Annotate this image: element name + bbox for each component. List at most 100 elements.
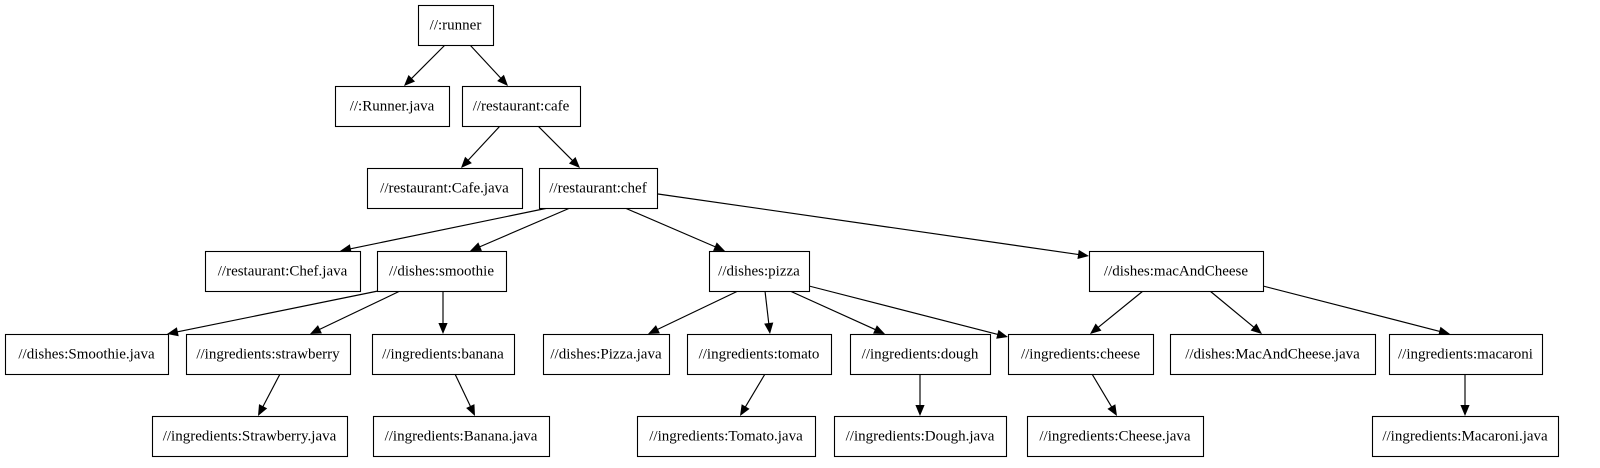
node-label: //dishes:smoothie [389, 263, 494, 279]
edge-arrowhead [1438, 326, 1450, 336]
node-box [686, 333, 833, 376]
edge-line [744, 373, 766, 409]
edge-line [1262, 285, 1441, 333]
node-box [371, 333, 516, 376]
graph-edge [1209, 290, 1262, 334]
graph-node-runner_java[interactable]: //:Runner.java [334, 85, 451, 128]
graph-node-pizza_java[interactable]: //dishes:Pizza.java [542, 333, 671, 376]
node-label: //ingredients:Strawberry.java [163, 428, 337, 444]
graph-edge [740, 373, 766, 416]
edge-line [656, 290, 739, 331]
node-label: //ingredients:Dough.java [846, 428, 995, 444]
graph-node-cafe_java[interactable]: //restaurant:Cafe.java [366, 167, 524, 210]
graph-node-restaurant_chef[interactable]: //restaurant:chef [538, 167, 659, 210]
node-box [376, 250, 508, 293]
edges-layer [167, 44, 1470, 416]
node-label: //ingredients:strawberry [196, 346, 340, 362]
graph-edge [258, 373, 281, 416]
edge-arrowhead [438, 323, 448, 334]
node-label: //restaurant:chef [549, 180, 646, 196]
node-label: //ingredients:banana [382, 346, 504, 362]
node-label: //ingredients:dough [862, 346, 979, 362]
graph-node-banana_java[interactable]: //ingredients:Banana.java [372, 415, 551, 458]
graph-node-macaroni_java[interactable]: //ingredients:Macaroni.java [1371, 415, 1560, 458]
graph-edge [624, 207, 725, 251]
graph-node-ing_cheese[interactable]: //ingredients:cheese [1007, 333, 1155, 376]
node-box [1169, 333, 1377, 376]
graph-edge [167, 290, 379, 337]
edge-line [349, 207, 549, 250]
graph-edge [454, 373, 475, 416]
graph-node-ing_tomato[interactable]: //ingredients:tomato [686, 333, 833, 376]
edge-arrowhead [764, 322, 774, 334]
node-box [185, 333, 352, 376]
graph-node-ing_banana[interactable]: //ingredients:banana [371, 333, 516, 376]
edge-line [478, 207, 571, 248]
node-label: //dishes:Pizza.java [550, 346, 662, 362]
node-box [151, 415, 349, 458]
edge-arrowhead [873, 325, 885, 334]
edge-arrowhead [470, 242, 482, 251]
edge-line [657, 193, 1080, 256]
graph-node-ing_strawberry[interactable]: //ingredients:strawberry [185, 333, 352, 376]
node-box [1388, 333, 1544, 376]
node-label: //:Runner.java [350, 98, 435, 114]
node-label: //ingredients:tomato [699, 346, 820, 362]
edge-line [410, 44, 446, 80]
node-label: //dishes:pizza [718, 263, 800, 279]
graph-edge [1091, 373, 1117, 416]
graph-node-dishes_smoothie[interactable]: //dishes:smoothie [376, 250, 508, 293]
graph-edge [1262, 285, 1450, 336]
graph-node-macncheese_java[interactable]: //dishes:MacAndCheese.java [1169, 333, 1377, 376]
graph-node-strawberry_java[interactable]: //ingredients:Strawberry.java [151, 415, 349, 458]
graph-node-smoothie_java[interactable]: //dishes:Smoothie.java [4, 333, 170, 376]
edge-line [1209, 290, 1256, 329]
node-box [849, 333, 992, 376]
node-label: //ingredients:Macaroni.java [1382, 428, 1548, 444]
graph-node-tomato_java[interactable]: //ingredients:Tomato.java [636, 415, 817, 458]
node-box [1026, 415, 1205, 458]
graph-node-chef_java[interactable]: //restaurant:Chef.java [204, 250, 362, 293]
graph-node-dishes_pizza[interactable]: //dishes:pizza [708, 250, 811, 293]
node-box [204, 250, 362, 293]
graph-node-runner[interactable]: //:runner [417, 4, 495, 47]
node-box [366, 167, 524, 210]
graph-node-restaurant_cafe[interactable]: //restaurant:cafe [461, 85, 582, 128]
node-box [542, 333, 671, 376]
edge-line [764, 290, 770, 325]
edge-line [1091, 373, 1113, 409]
edge-line [808, 285, 999, 336]
node-label: //ingredients:cheese [1021, 346, 1140, 362]
graph-edge [789, 290, 885, 334]
node-label: //ingredients:Banana.java [385, 428, 538, 444]
edge-arrowhead [258, 404, 268, 416]
node-box [461, 85, 582, 128]
node-label: //restaurant:Chef.java [218, 263, 348, 279]
graph-edge [808, 285, 1008, 339]
graph-node-dough_java[interactable]: //ingredients:Dough.java [833, 415, 1008, 458]
graph-node-dishes_macncheese[interactable]: //dishes:macAndCheese [1088, 250, 1265, 293]
edge-line [454, 373, 472, 408]
graph-edge [657, 193, 1089, 259]
node-label: //dishes:macAndCheese [1104, 263, 1248, 279]
graph-node-cheese_java[interactable]: //ingredients:Cheese.java [1026, 415, 1205, 458]
edge-arrowhead [497, 74, 508, 86]
graph-edge [404, 44, 446, 86]
graph-edge [648, 290, 739, 334]
node-box [1088, 250, 1265, 293]
edge-arrowhead [915, 405, 925, 416]
node-label: //ingredients:Cheese.java [1039, 428, 1191, 444]
graph-node-ing_dough[interactable]: //ingredients:dough [849, 333, 992, 376]
edge-line [537, 125, 574, 162]
graph-node-ing_macaroni[interactable]: //ingredients:macaroni [1388, 333, 1544, 376]
edge-arrowhead [648, 325, 660, 334]
node-label: //ingredients:macaroni [1398, 346, 1533, 362]
graph-edge [537, 125, 580, 168]
graph-edge [1090, 290, 1144, 334]
node-box [334, 85, 451, 128]
graph-edge [469, 44, 508, 86]
edge-arrowhead [310, 325, 322, 334]
node-label: //dishes:Smoothie.java [18, 346, 155, 362]
node-box [538, 167, 659, 210]
